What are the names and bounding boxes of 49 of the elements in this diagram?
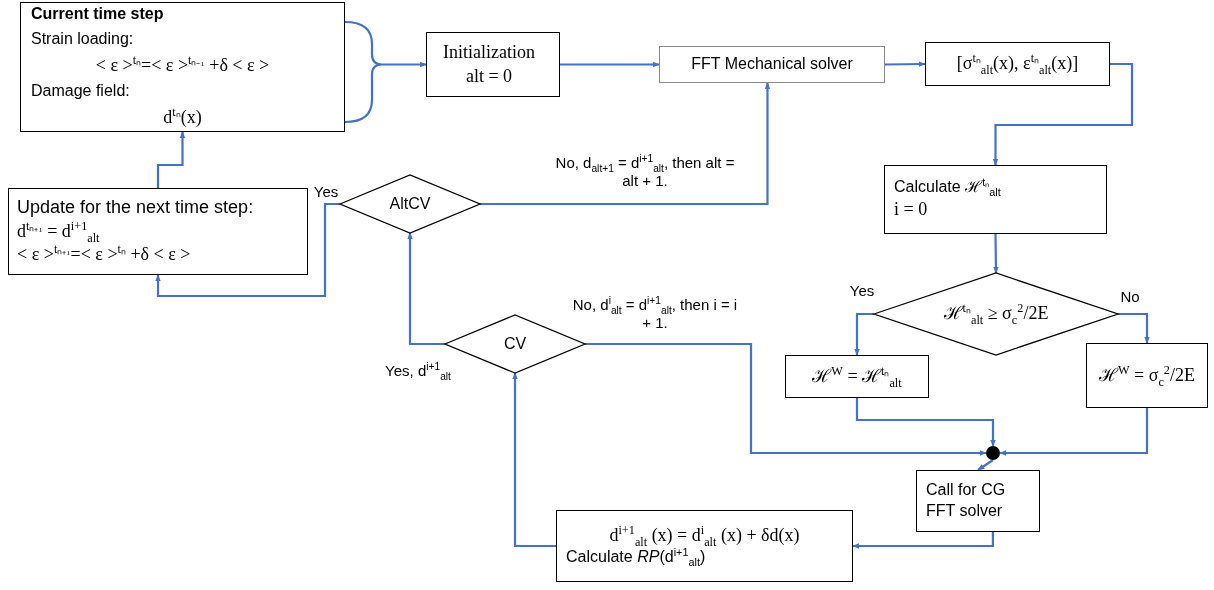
arrow	[993, 234, 999, 274]
arrow	[999, 408, 1149, 456]
box-text: Initialization alt = 0	[442, 41, 536, 88]
box-heading: Current time step	[31, 3, 165, 24]
box-text: i = 0	[894, 198, 929, 222]
process-box	[20, 2, 345, 132]
box-text: [σ$^{tₙ}$$_{alt}$(x), ε$^{tₙ}$$_{alt}$(x)]	[955, 52, 1080, 76]
box-text: Calculate RP(d$^{i+1}$$_{alt}$)	[566, 547, 706, 569]
box-text: Damage field:	[31, 81, 131, 102]
arrow	[407, 232, 445, 346]
arrow	[885, 61, 926, 67]
box-text: FFT Mechanical solver	[690, 54, 854, 75]
process-box	[426, 32, 560, 97]
process-box	[925, 42, 1110, 86]
arrow	[1118, 312, 1150, 344]
box-text: d$^{tₙ}$(x)	[162, 104, 203, 130]
decision-diamond	[445, 315, 585, 373]
box-text: < ε >$^{tₙ₊₁}$=< ε >$^{tₙ}$ +δ < ε >	[17, 243, 192, 267]
arrow	[854, 312, 874, 356]
process-box	[659, 46, 885, 83]
box-text: d$^{i+1}$$_{alt}$ (x) = d$^{i}$$_{alt}$ (x) + δd(x)	[608, 523, 801, 548]
arrow	[852, 532, 994, 549]
arrow	[512, 372, 556, 548]
arrow	[560, 61, 660, 68]
arrow	[155, 202, 340, 298]
arrow	[992, 62, 1134, 166]
box-text: AltCV	[389, 193, 431, 214]
brace-arrow	[343, 20, 428, 124]
arrow	[977, 459, 994, 471]
box-text: ℋ$^{W}$ = σ$_{c}$$^{2}$/2E	[1098, 363, 1196, 388]
process-box	[916, 470, 1040, 532]
box-text: < ε >$^{tₙ}$=< ε >$^{tₙ₋₁}$ +δ < ε >	[94, 51, 271, 77]
box-text: Update for the next time step:	[17, 196, 255, 220]
arrow	[855, 398, 996, 447]
box-text: Call for CG FFT solver	[926, 480, 1007, 521]
arrow	[156, 131, 186, 188]
decision-diamond	[874, 273, 1118, 355]
arrow	[480, 82, 771, 206]
arrow	[585, 342, 987, 456]
process-box	[785, 355, 929, 398]
process-box	[8, 188, 308, 275]
process-box	[556, 510, 853, 582]
process-box	[884, 165, 1107, 234]
box-text: ℋ$^{tₙ}$$_{alt}$ ≥ σ$_{c}$$^{2}$/2E	[943, 302, 1049, 326]
process-box	[1086, 343, 1208, 408]
box-text: Strain loading:	[31, 28, 135, 49]
box-text: CV	[503, 333, 527, 354]
junction-dot	[986, 446, 1000, 460]
decision-diamond	[340, 175, 480, 233]
